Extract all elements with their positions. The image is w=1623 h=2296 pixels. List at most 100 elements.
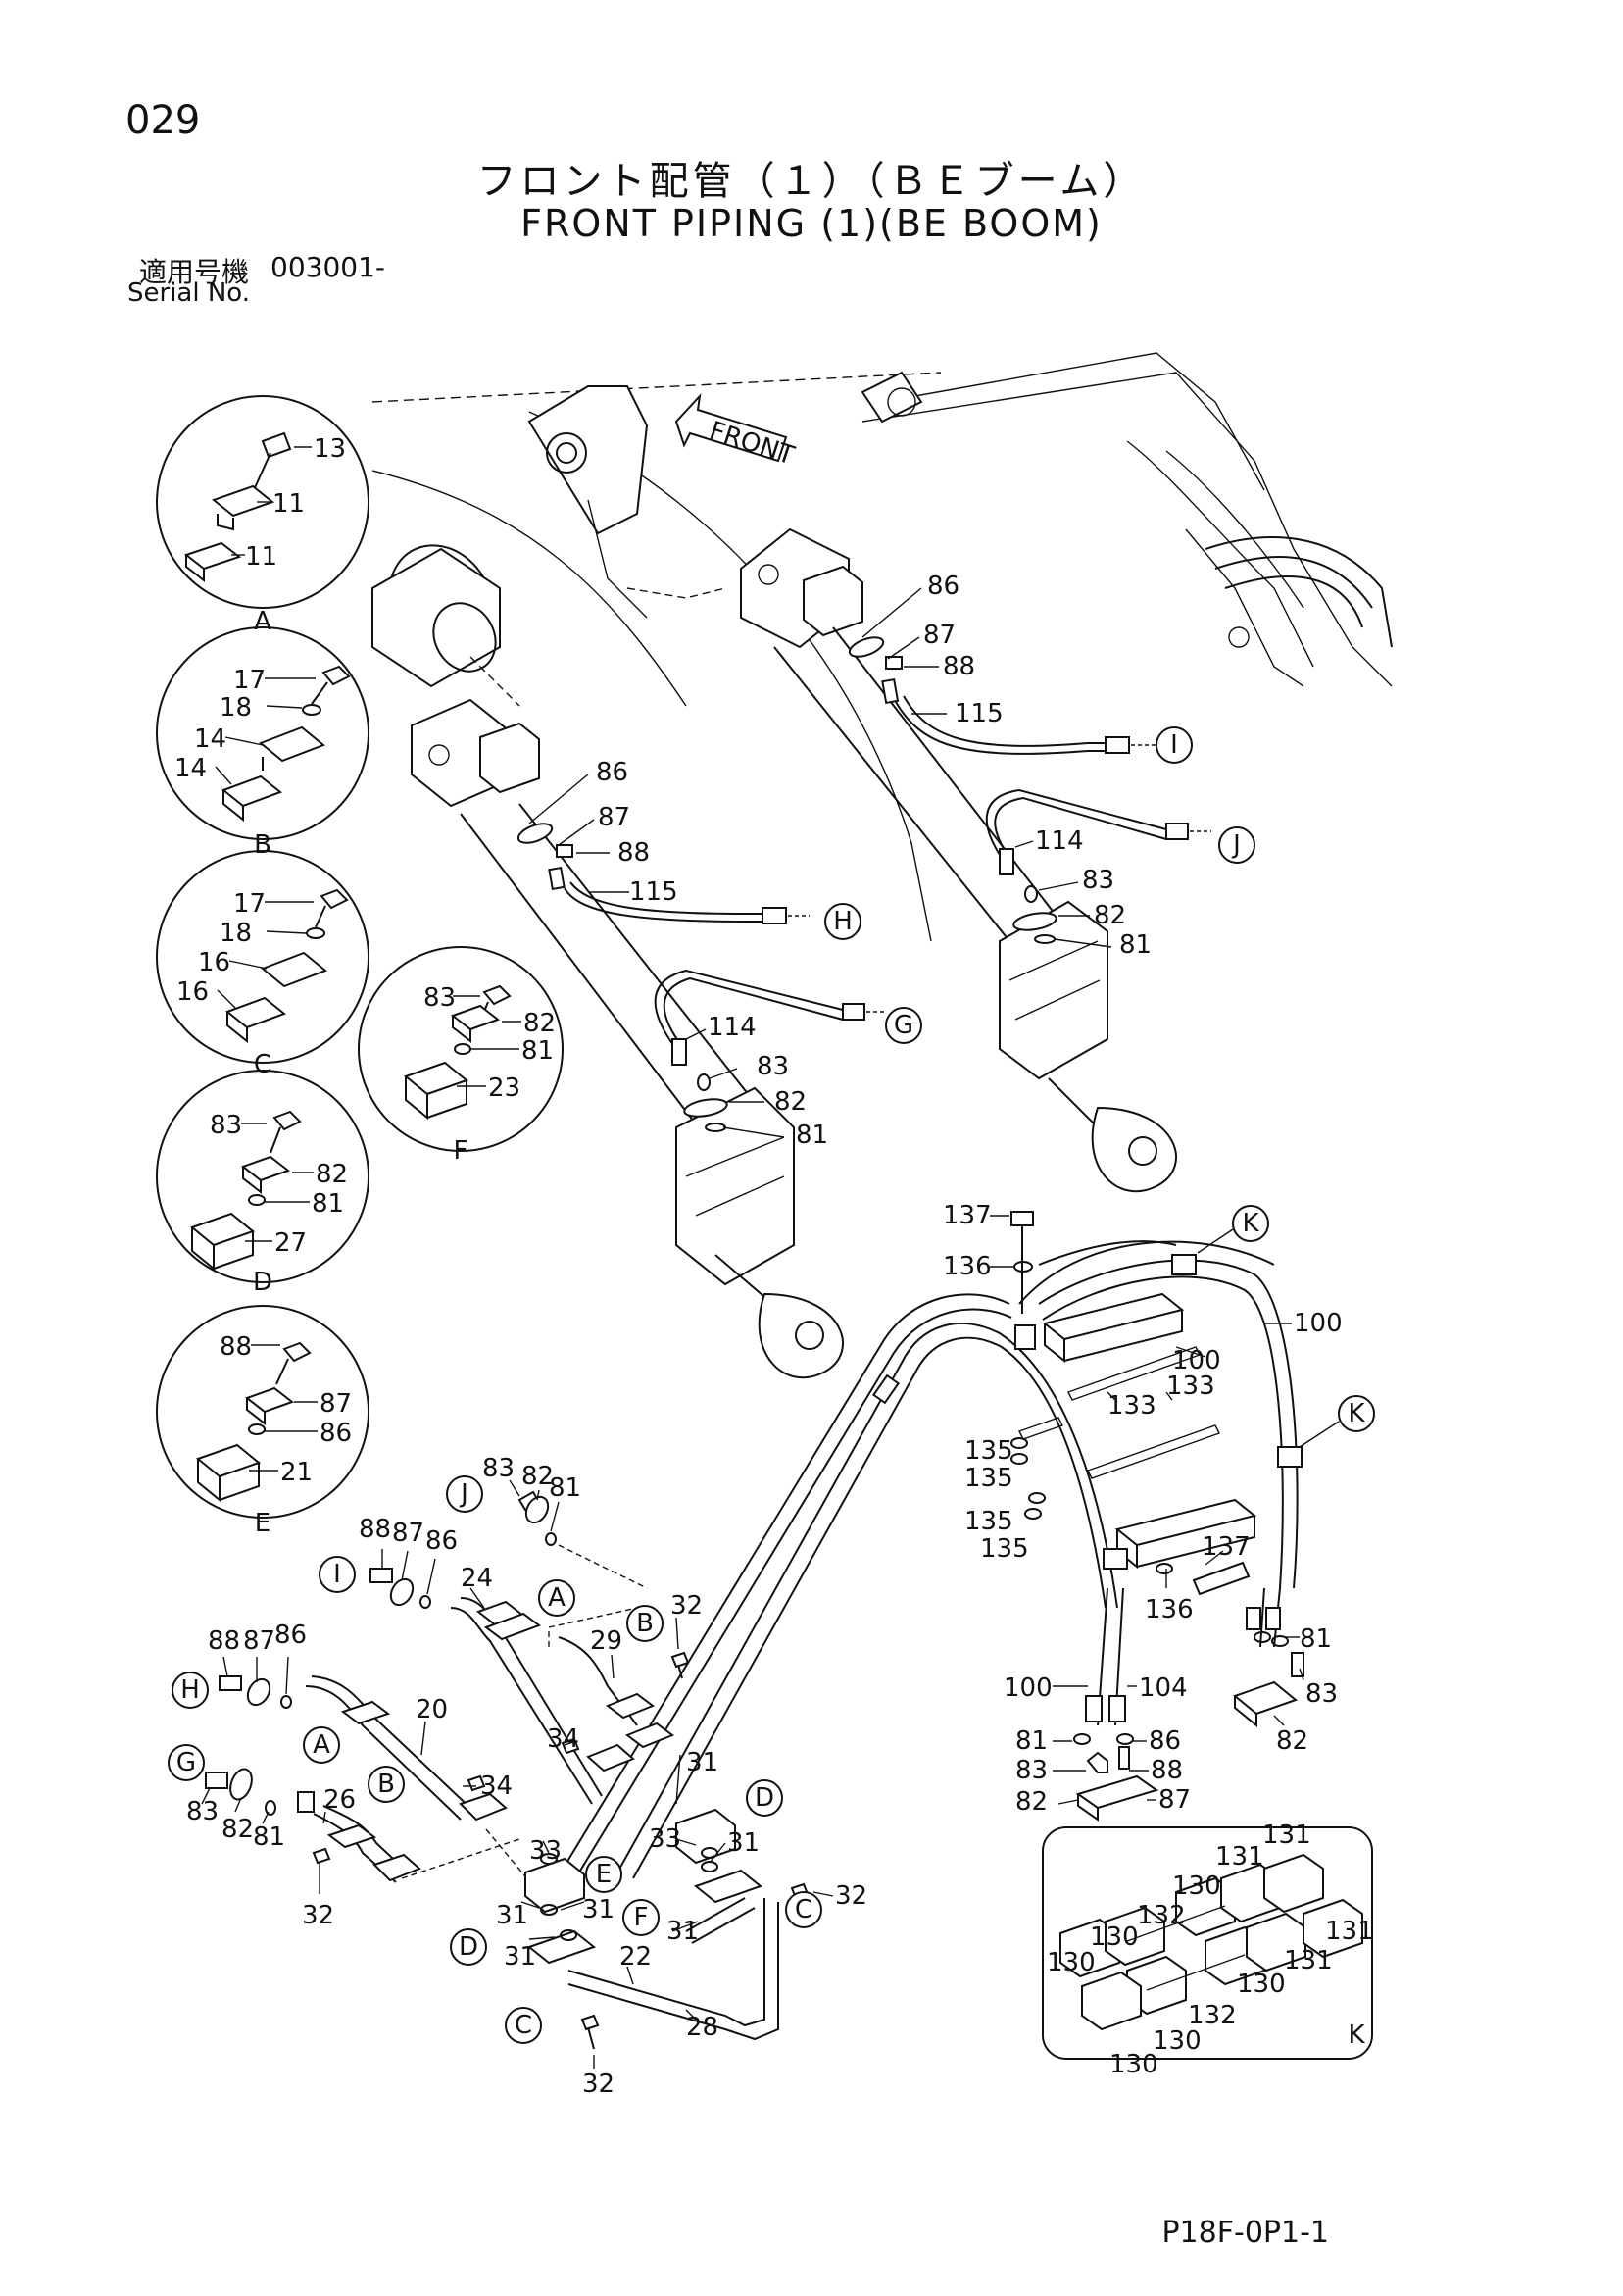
boom-bracket [527, 385, 649, 535]
callout-j-upper: J [1218, 826, 1255, 864]
svg-text:D: D [459, 1932, 478, 1962]
part-number: 81 [549, 1473, 581, 1503]
part-number: 115 [955, 699, 1004, 728]
callout-i-lower: I [319, 1556, 356, 1593]
boom-cylinder-left [371, 544, 844, 1379]
flange-part [244, 1386, 295, 1426]
block-part [189, 1212, 256, 1272]
part-number: 135 [964, 1464, 1013, 1493]
page-title-english: FRONT PIPING (1)(BE BOOM) [520, 202, 1103, 245]
part-number: 11 [272, 489, 305, 519]
flange-part [240, 1155, 291, 1195]
callout-a-upper: A [538, 1579, 575, 1617]
clamp-part [221, 774, 283, 823]
svg-text:H: H [180, 1675, 200, 1705]
part-number: 130 [1109, 2050, 1158, 2079]
part-number: 87 [1158, 1785, 1191, 1815]
serial-label-english: Serial No. [127, 278, 250, 308]
part-number: 132 [1188, 2001, 1237, 2030]
manifold-block [693, 1869, 763, 1904]
part-number: 115 [629, 877, 678, 907]
part-number: 17 [233, 666, 266, 695]
detail-label: K [1348, 2021, 1365, 2050]
part-number: 31 [686, 1748, 718, 1777]
part-number: 83 [1305, 1679, 1338, 1709]
labels-lower-left: 83 82 81 88 87 86 24 32 29 88 87 86 20 3… [186, 1454, 867, 2099]
front-arrow-icon [674, 392, 788, 463]
callout-b-upper: B [626, 1605, 664, 1642]
fittings-right: 81 83 82 [1232, 1624, 1338, 1756]
part-number: 82 [1015, 1787, 1048, 1817]
part-number: 23 [488, 1073, 520, 1103]
svg-text:J: J [459, 1479, 468, 1509]
part-number: 82 [316, 1160, 348, 1189]
part-number: 131 [1215, 1842, 1264, 1872]
part-number: 86 [596, 758, 628, 787]
svg-text:C: C [795, 1895, 812, 1924]
cylinder-body [999, 900, 1108, 1080]
part-number: 83 [1082, 866, 1114, 895]
part-number: 11 [245, 542, 277, 572]
bolt-head [272, 1110, 302, 1131]
part-number: 82 [1094, 901, 1126, 930]
part-number: 81 [796, 1121, 828, 1150]
serial-number-value: 003001- [270, 251, 385, 283]
part-number: 131 [1262, 1821, 1311, 1850]
cylinder-body [675, 1086, 795, 1286]
detail-label: E [255, 1509, 270, 1538]
svg-text:J: J [1231, 830, 1241, 860]
part-number: 137 [1202, 1532, 1251, 1562]
part-number: 82 [521, 1462, 554, 1491]
part-number: 104 [1139, 1673, 1188, 1703]
part-number: 31 [582, 1895, 615, 1924]
part-number: 87 [923, 621, 956, 650]
part-number: 114 [708, 1013, 757, 1042]
page-number: 029 [125, 98, 201, 143]
clamp-block [1042, 1292, 1185, 1364]
svg-text:K: K [1348, 1399, 1365, 1428]
part-number: 88 [220, 1332, 252, 1362]
hose-bracket-assembly: 137 136 100 100 133 133 135 135 135 135 … [554, 1201, 1343, 1891]
part-number: 31 [727, 1828, 760, 1858]
part-number: 86 [425, 1526, 458, 1556]
fittings-lower: 100 104 81 86 83 88 82 87 [1004, 1673, 1191, 1822]
bolt-head [320, 888, 349, 910]
drawing-code: P18F-0P1-1 [1161, 2216, 1329, 2250]
part-number: 26 [323, 1785, 356, 1815]
clamp-part [259, 725, 325, 771]
part-number: 18 [220, 693, 252, 723]
detail-label: F [454, 1136, 468, 1166]
part-number: 136 [943, 1252, 992, 1281]
part-number: 29 [590, 1626, 622, 1656]
pipes-lower-left [205, 1490, 810, 2050]
front-label: FRONT [706, 416, 798, 471]
part-number: 32 [302, 1901, 334, 1930]
part-number: 87 [243, 1626, 275, 1656]
part-number: 86 [274, 1621, 307, 1650]
callout-h-lower: H [172, 1672, 209, 1709]
detail-circle-f [358, 946, 564, 1152]
part-number: 82 [221, 1815, 254, 1844]
part-number: 81 [312, 1189, 344, 1219]
clamp-part [183, 541, 242, 583]
part-number: 135 [964, 1507, 1013, 1536]
part-number: 136 [1145, 1595, 1194, 1624]
part-number: 34 [480, 1772, 513, 1801]
detail-circle-a [156, 395, 369, 609]
detail-label: A [254, 607, 271, 636]
boom-cylinder-right [740, 527, 1177, 1193]
detail-b: 17 18 14 14 B [156, 626, 369, 860]
svg-text:B: B [377, 1770, 395, 1799]
svg-text:G: G [894, 1011, 913, 1040]
part-number: 100 [1004, 1673, 1053, 1703]
part-number: 14 [174, 754, 207, 783]
svg-text:E: E [596, 1860, 612, 1889]
part-number: 83 [186, 1797, 219, 1826]
flange-part [450, 1004, 501, 1044]
callout-k-top: K [1197, 1205, 1269, 1254]
part-number: 32 [582, 2070, 615, 2099]
part-number: 131 [1325, 1917, 1374, 1946]
part-number: 24 [461, 1564, 493, 1593]
part-number: 33 [649, 1824, 681, 1854]
detail-label: C [254, 1050, 271, 1079]
